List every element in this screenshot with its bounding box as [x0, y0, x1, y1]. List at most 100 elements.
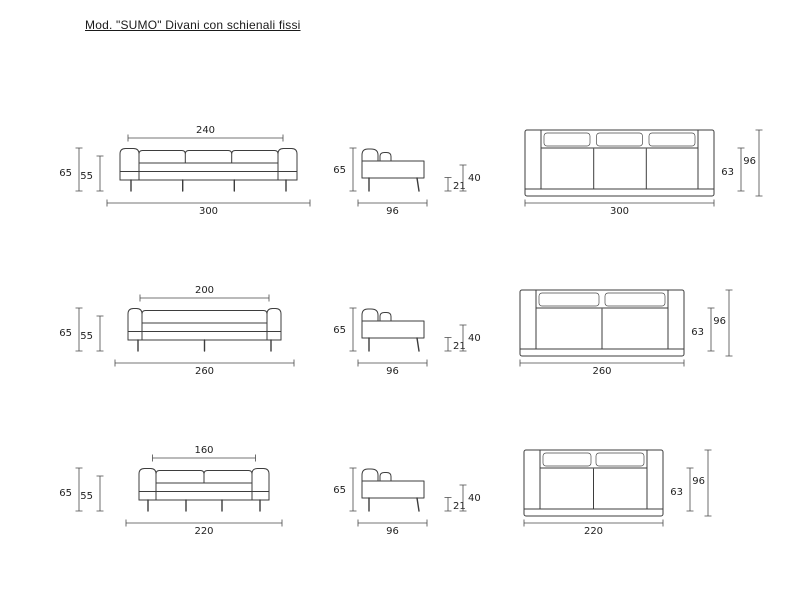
- plan-outline: [519, 289, 685, 357]
- dim-label-overall-width: 260: [195, 366, 214, 377]
- dim-line-plan-width: [523, 519, 664, 527]
- dim-label-depth: 96: [386, 366, 399, 377]
- dim-label-seat-depth: 63: [670, 487, 683, 498]
- dim-label-total-height: 65: [59, 168, 72, 179]
- dim-line-overall-width: [125, 519, 283, 527]
- sofa-legs: [137, 339, 272, 352]
- dim-line-back-height: [96, 475, 104, 512]
- dim-label-seat-width: 200: [195, 285, 214, 296]
- dim-label-seat-depth: 63: [721, 167, 734, 178]
- sofa-right-arm: [266, 308, 282, 341]
- sofa-seat-base: [127, 322, 282, 341]
- plan-back-cushion-2: [595, 452, 645, 467]
- dim-label-plan-width: 300: [610, 206, 629, 217]
- sofa-seat-base: [138, 482, 270, 501]
- side-backrest: [361, 148, 379, 179]
- row-sofa-220: 160 220 65 55 65: [59, 445, 712, 537]
- plan-arms: [539, 449, 648, 510]
- dim-line-overall-width: [106, 199, 311, 207]
- dim-label-seat-height: 40: [468, 493, 481, 504]
- side-legs: [368, 177, 420, 192]
- dim-label-height: 65: [333, 165, 346, 176]
- dim-line-total-height: [75, 307, 83, 352]
- sofa-back-cushions: [155, 470, 253, 483]
- dim-label-total-depth: 96: [692, 476, 705, 487]
- sofa-260-front-view: 200 260 65 55: [59, 285, 295, 377]
- sofa-back-cushions: [138, 150, 279, 163]
- side-seat-frame: [361, 320, 425, 339]
- sofa-300-side-view: 65 96 21 40: [333, 147, 481, 217]
- dim-line-depth: [357, 359, 428, 367]
- dim-line-seat-width: [139, 294, 270, 302]
- dim-label-overall-width: 220: [194, 526, 213, 537]
- dim-label-total-depth: 96: [713, 316, 726, 327]
- plan-back-cushion-1: [538, 292, 600, 307]
- side-seat-frame: [361, 160, 425, 179]
- dim-label-plan-width: 220: [584, 526, 603, 537]
- dim-label-depth: 96: [386, 526, 399, 537]
- dim-label-seat-width: 240: [196, 125, 215, 136]
- dim-line-total-depth: [755, 129, 763, 197]
- plan-back-cushion-3: [648, 132, 696, 147]
- plan-back-cushion-1: [542, 452, 592, 467]
- dim-line-plan-width: [524, 199, 715, 207]
- dim-line-seat-height: [459, 164, 467, 192]
- dim-label-height: 65: [333, 325, 346, 336]
- dim-line-clearance: [444, 337, 452, 352]
- row-sofa-300: 240 300 65 55 65: [59, 125, 763, 217]
- dim-line-back-height: [96, 315, 104, 352]
- dim-label-back-height: 55: [80, 491, 93, 502]
- sofa-220-plan-view: 220 63 96: [523, 449, 712, 537]
- dim-line-back-height: [96, 155, 104, 192]
- dim-label-clearance: 21: [453, 501, 466, 512]
- plan-back-cushion-2: [604, 292, 666, 307]
- dim-label-clearance: 21: [453, 341, 466, 352]
- dim-line-seat-height: [459, 324, 467, 352]
- sofa-260-side-view: 65 96 21 40: [333, 307, 481, 377]
- dim-line-seat-height: [459, 484, 467, 512]
- sofa-260-plan-view: 260 63 96: [519, 289, 733, 377]
- sofa-right-arm: [251, 468, 270, 501]
- dim-line-clearance: [444, 177, 452, 192]
- dim-line-height: [349, 147, 357, 192]
- dim-label-seat-width: 160: [194, 445, 213, 456]
- dim-label-seat-height: 40: [468, 333, 481, 344]
- side-legs: [368, 497, 420, 512]
- dim-line-seat-depth: [686, 467, 694, 512]
- sofa-left-arm: [127, 308, 143, 341]
- plan-outline: [523, 449, 664, 517]
- plan-arms: [540, 129, 699, 190]
- dim-label-clearance: 21: [453, 181, 466, 192]
- dim-label-total-height: 65: [59, 488, 72, 499]
- dim-label-back-height: 55: [80, 331, 93, 342]
- page-title: Mod. "SUMO" Divani con schienali fissi: [85, 18, 301, 32]
- plan-back-cushion-2: [596, 132, 643, 147]
- dim-line-seat-width: [127, 134, 284, 142]
- sofa-left-arm: [138, 468, 157, 501]
- sofa-220-side-view: 65 96 21 40: [333, 467, 481, 537]
- sofa-220-front-view: 160 220 65 55: [59, 445, 283, 537]
- dim-label-height: 65: [333, 485, 346, 496]
- dim-label-total-height: 65: [59, 328, 72, 339]
- dim-line-depth: [357, 199, 428, 207]
- dim-label-back-height: 55: [80, 171, 93, 182]
- side-backrest: [361, 308, 379, 339]
- plan-arms: [535, 289, 669, 350]
- dim-label-depth: 96: [386, 206, 399, 217]
- plan-back-cushion-1: [543, 132, 591, 147]
- dim-label-overall-width: 300: [199, 206, 218, 217]
- dim-label-seat-depth: 63: [691, 327, 704, 338]
- side-legs: [368, 337, 420, 352]
- sofa-300-front-view: 240 300 65 55: [59, 125, 311, 217]
- sofa-seat-base: [119, 162, 298, 181]
- sofa-left-arm: [119, 148, 140, 181]
- dim-line-total-depth: [725, 289, 733, 357]
- dim-line-total-height: [75, 467, 83, 512]
- side-armrest: [379, 472, 392, 482]
- dim-line-seat-depth: [707, 307, 715, 352]
- plan-outline: [524, 129, 715, 197]
- sofa-300-plan-view: 300 63 96: [524, 129, 763, 217]
- dim-line-clearance: [444, 497, 452, 512]
- dim-line-total-depth: [704, 449, 712, 517]
